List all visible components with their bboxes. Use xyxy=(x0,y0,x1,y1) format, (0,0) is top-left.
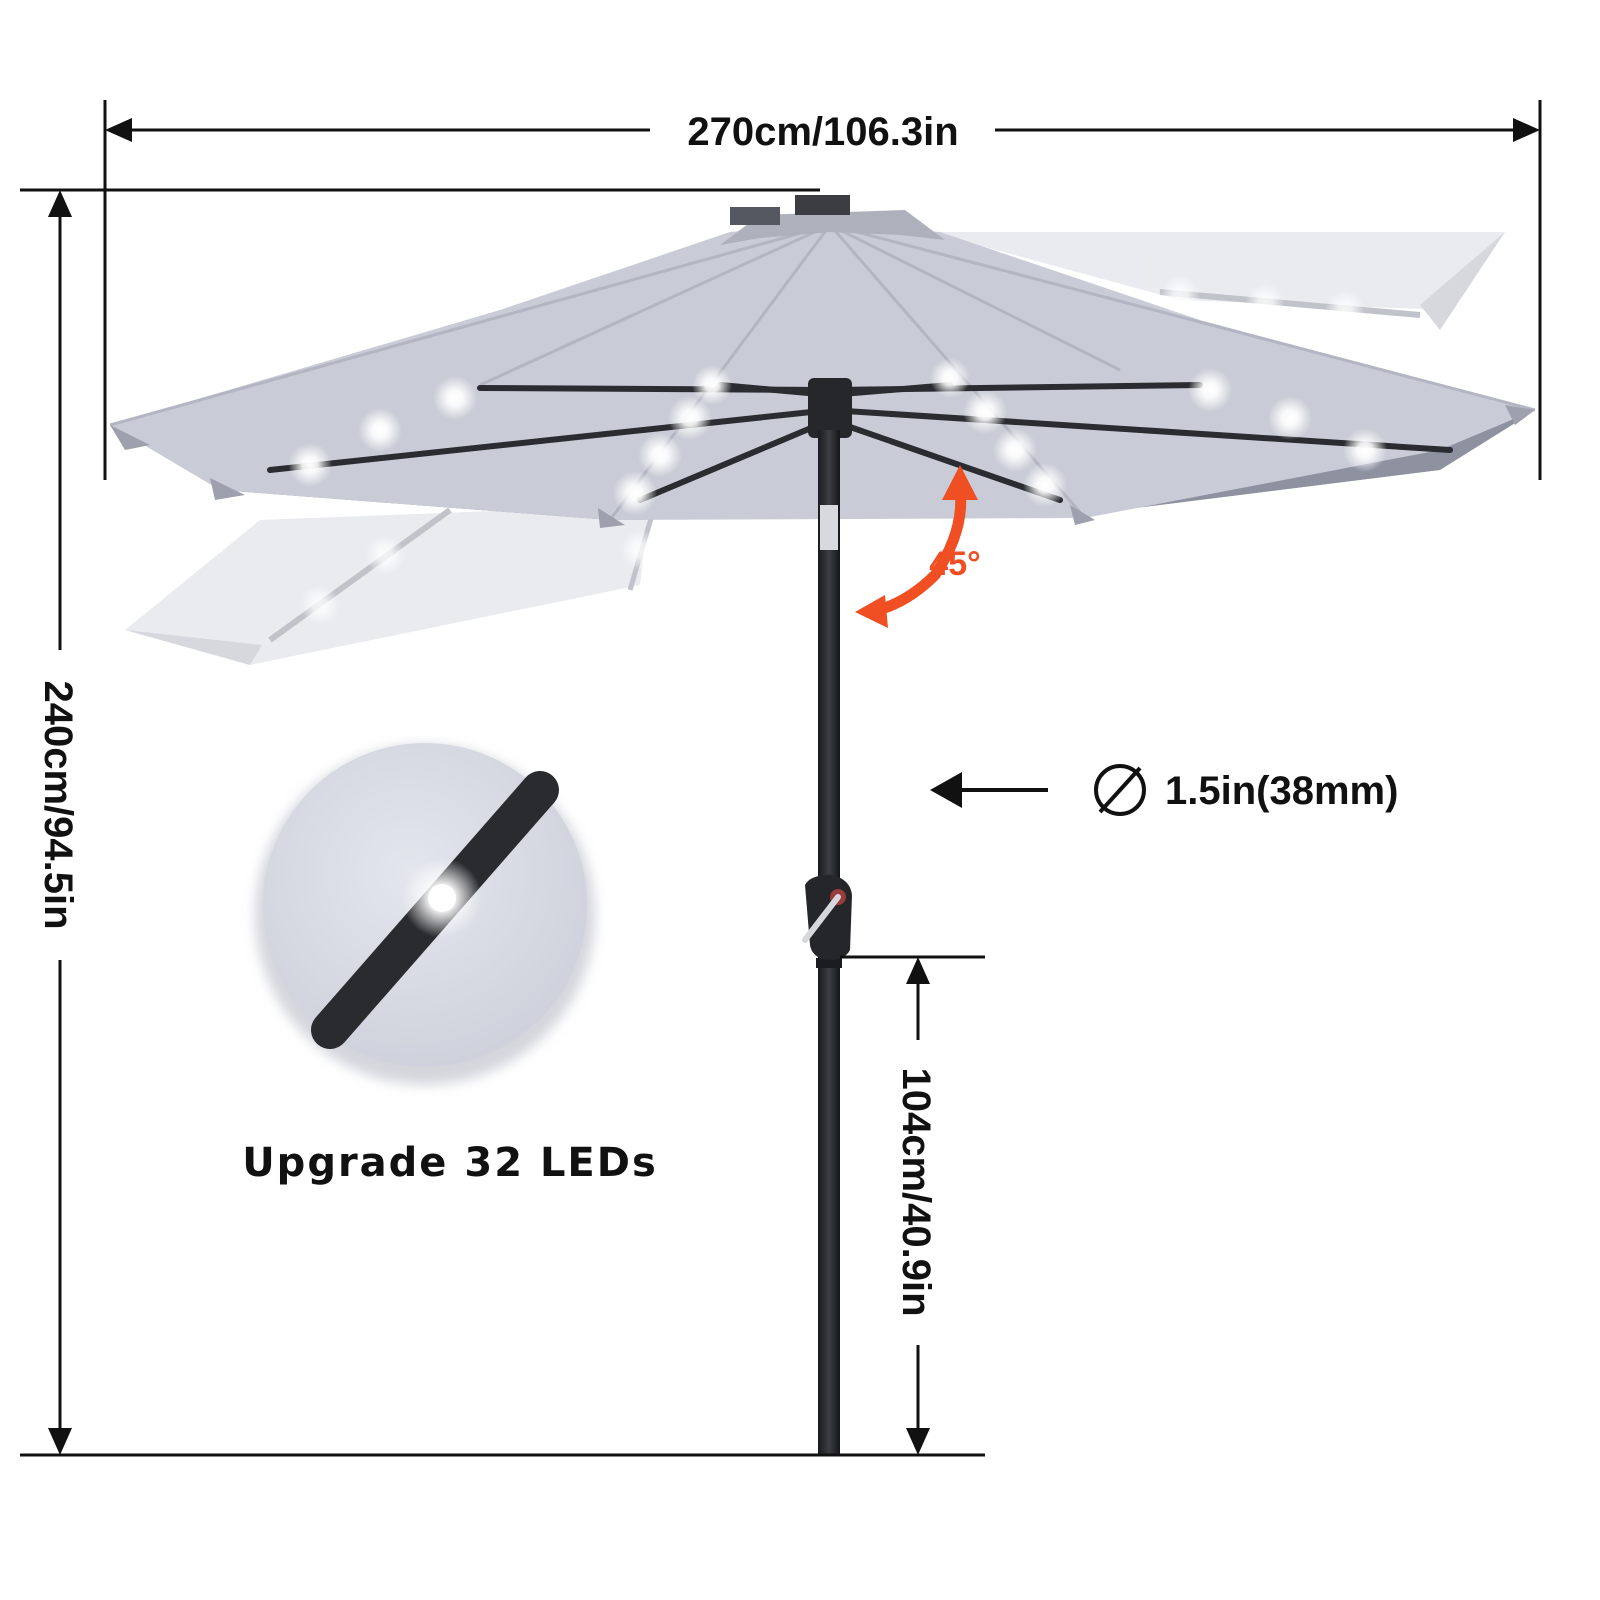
led-caption: Upgrade 32 LEDs xyxy=(242,1140,658,1186)
circle-slash-icon xyxy=(1094,764,1146,816)
height-dimension-label: 240cm/94.5in xyxy=(36,680,80,929)
tilted-canopy-ghost-left xyxy=(125,504,658,665)
led-bulb-icon xyxy=(288,275,1387,625)
led-closeup-circle xyxy=(255,743,595,1085)
width-dimension-label: 270cm/106.3in xyxy=(687,110,958,154)
tilt-indicator: 45° xyxy=(855,465,981,628)
dimension-lines xyxy=(20,100,1542,1457)
tilted-canopy-ghost-right xyxy=(930,232,1505,330)
lower-pole-dimension-label: 104cm/40.9in xyxy=(894,1067,938,1316)
led-lights xyxy=(288,275,1387,625)
tilt-arrow-icon xyxy=(864,484,967,618)
dimension-arrowheads xyxy=(48,118,1540,1455)
crank-handle xyxy=(802,875,852,960)
pole-diameter-callout: 1.5in(38mm) xyxy=(930,764,1398,816)
pole-diameter-label: 1.5in(38mm) xyxy=(1165,769,1398,813)
tilt-angle-label: 45° xyxy=(929,545,980,583)
